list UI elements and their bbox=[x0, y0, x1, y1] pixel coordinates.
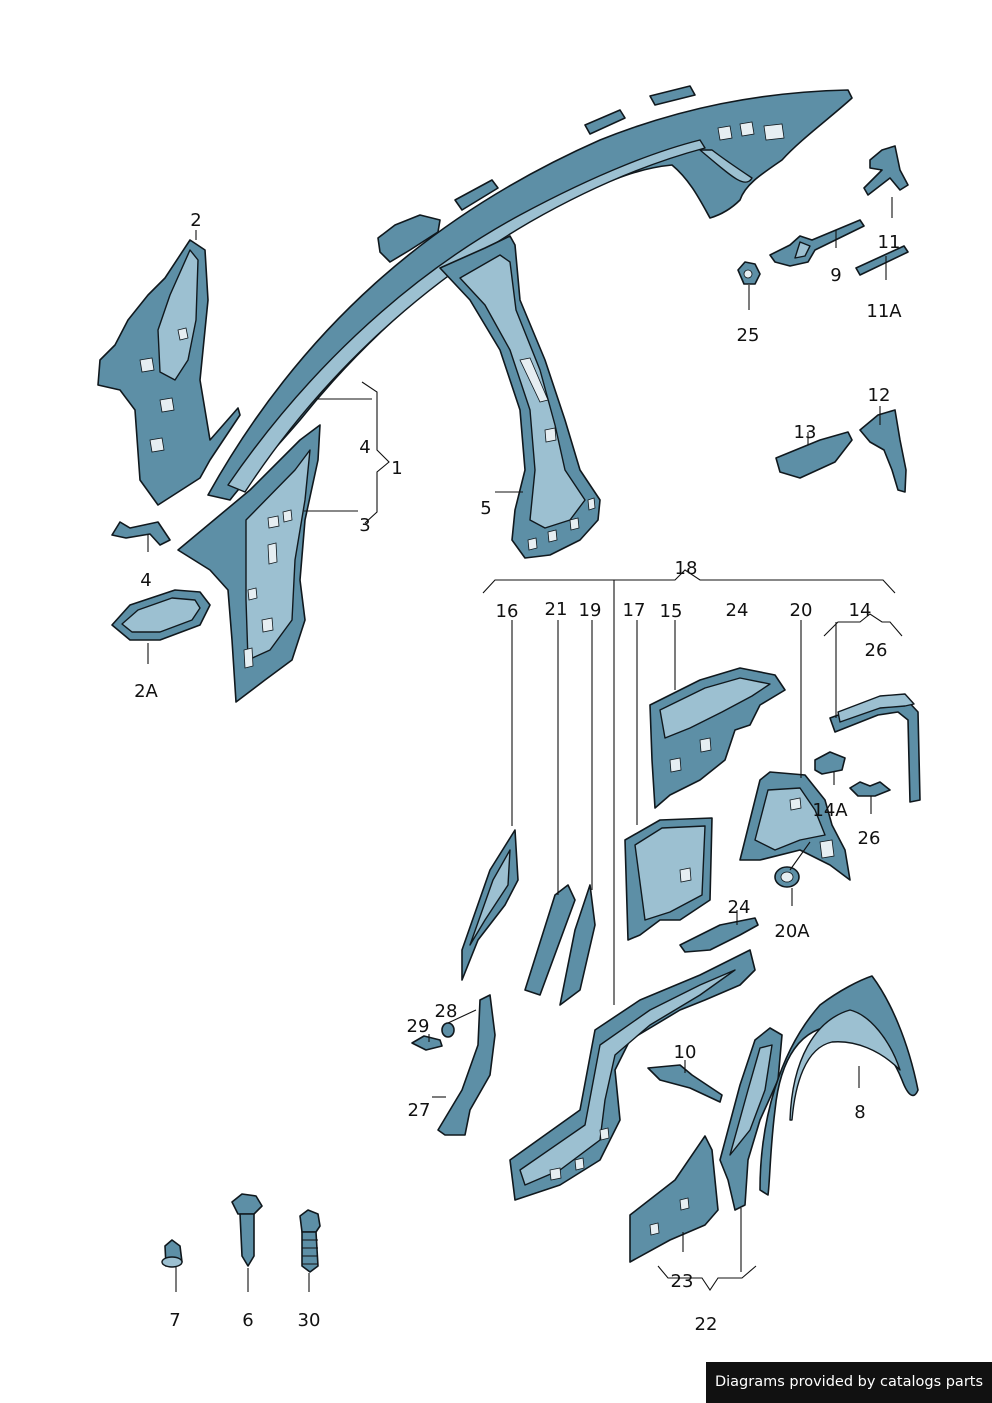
label-14: 14 bbox=[849, 600, 872, 621]
part-labels: 2 4 2A 4 1 3 5 11 9 11A 25 12 13 18 16 2… bbox=[134, 210, 902, 1335]
part-12-side-bracket[interactable] bbox=[859, 409, 907, 493]
label-1: 1 bbox=[391, 458, 402, 479]
leader-lines bbox=[147, 197, 903, 1292]
label-19: 19 bbox=[579, 600, 602, 621]
label-23: 23 bbox=[671, 1271, 694, 1292]
part-6-bolt[interactable] bbox=[231, 1193, 263, 1267]
label-18: 18 bbox=[675, 558, 698, 579]
label-22: 22 bbox=[695, 1314, 718, 1335]
part-14a-block[interactable] bbox=[814, 751, 846, 775]
part-23-panel[interactable] bbox=[629, 1135, 719, 1263]
part-24-bracket[interactable] bbox=[679, 917, 759, 953]
label-16: 16 bbox=[496, 601, 519, 622]
label-3: 3 bbox=[359, 515, 370, 536]
part-11a-strip[interactable] bbox=[855, 245, 909, 276]
part-16-reinforcement[interactable] bbox=[461, 829, 519, 981]
part-30-bolt[interactable] bbox=[299, 1209, 321, 1273]
label-20a: 20A bbox=[774, 921, 810, 942]
part-28-washer[interactable] bbox=[441, 1022, 455, 1038]
label-5: 5 bbox=[480, 498, 491, 519]
label-29: 29 bbox=[407, 1016, 430, 1037]
part-15-wheelhouse-inner[interactable] bbox=[649, 667, 786, 809]
part-20-bracket[interactable] bbox=[739, 771, 851, 881]
part-2-a-pillar-inner[interactable] bbox=[97, 239, 241, 506]
label-26b: 26 bbox=[858, 828, 881, 849]
part-26-clip[interactable] bbox=[849, 781, 891, 797]
part-4-bracket[interactable] bbox=[111, 521, 171, 546]
label-2a: 2A bbox=[134, 681, 158, 702]
part-22-rail[interactable] bbox=[719, 1027, 783, 1211]
label-8: 8 bbox=[854, 1102, 865, 1123]
part-27-strip[interactable] bbox=[437, 994, 496, 1136]
label-28: 28 bbox=[435, 1001, 458, 1022]
part-11-hinge-bracket[interactable] bbox=[863, 145, 909, 196]
label-6: 6 bbox=[242, 1310, 253, 1331]
part-14-wheelarch-channel[interactable] bbox=[829, 693, 921, 803]
label-7: 7 bbox=[169, 1310, 180, 1331]
roof-side-rail[interactable] bbox=[207, 85, 853, 501]
part-9-cable-bracket[interactable] bbox=[769, 219, 865, 267]
part-3-pillar-outer[interactable] bbox=[177, 424, 321, 703]
part-10-trim[interactable] bbox=[647, 1064, 723, 1103]
label-17: 17 bbox=[623, 600, 646, 621]
label-11a: 11A bbox=[866, 301, 902, 322]
part-18-rear-inner-panel[interactable] bbox=[509, 949, 756, 1201]
part-21-strip[interactable] bbox=[524, 884, 576, 996]
part-2a-cover[interactable] bbox=[111, 589, 211, 641]
label-2: 2 bbox=[190, 210, 201, 231]
label-9: 9 bbox=[830, 265, 841, 286]
part-7-nut[interactable] bbox=[161, 1239, 183, 1268]
part-29-bolt[interactable] bbox=[411, 1035, 443, 1051]
part-8-wheel-arch[interactable] bbox=[759, 975, 919, 1196]
label-4b: 4 bbox=[359, 437, 370, 458]
part-5-b-pillar[interactable] bbox=[439, 235, 601, 559]
label-20: 20 bbox=[790, 600, 813, 621]
label-21: 21 bbox=[545, 599, 568, 620]
label-25: 25 bbox=[737, 325, 760, 346]
label-24a: 24 bbox=[726, 600, 749, 621]
label-12: 12 bbox=[868, 385, 891, 406]
label-27: 27 bbox=[408, 1100, 431, 1121]
label-24b: 24 bbox=[728, 897, 751, 918]
credit-banner: Diagrams provided by catalogs parts bbox=[706, 1362, 992, 1403]
label-10: 10 bbox=[674, 1042, 697, 1063]
label-14a: 14A bbox=[812, 800, 848, 821]
part-20a-plug[interactable] bbox=[774, 866, 800, 888]
label-13: 13 bbox=[794, 422, 817, 443]
label-4a: 4 bbox=[140, 570, 151, 591]
part-19-strip[interactable] bbox=[559, 884, 596, 1006]
label-15: 15 bbox=[660, 601, 683, 622]
label-30: 30 bbox=[298, 1310, 321, 1331]
part-25-grommet[interactable] bbox=[737, 261, 761, 285]
part-17-panel[interactable] bbox=[624, 817, 713, 941]
part-13-sill-bracket[interactable] bbox=[775, 431, 853, 479]
label-11: 11 bbox=[878, 232, 901, 253]
label-26a: 26 bbox=[865, 640, 888, 661]
